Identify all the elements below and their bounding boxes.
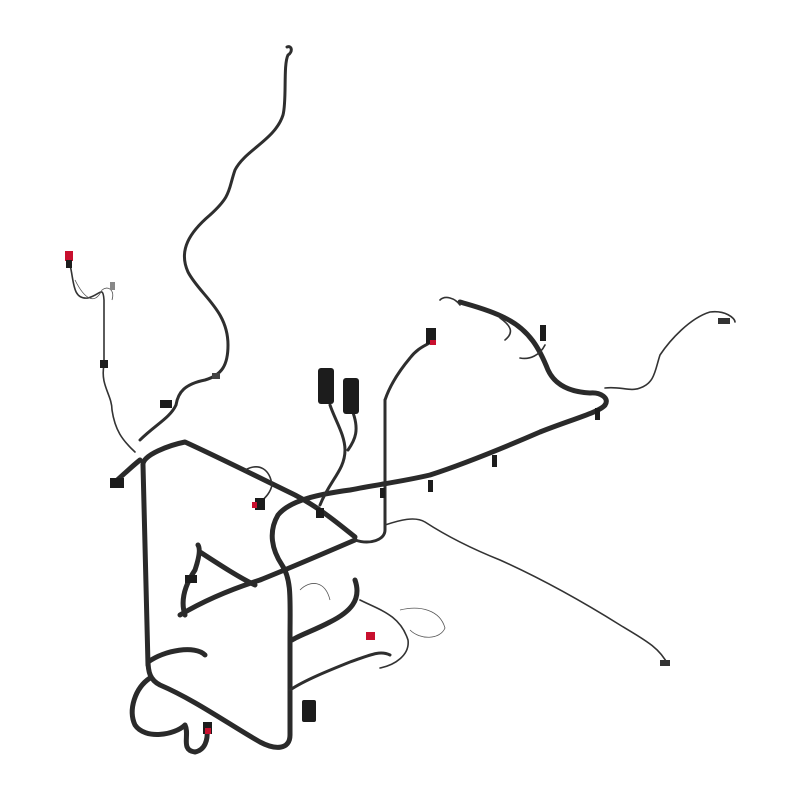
red-connector-icon — [65, 251, 73, 261]
large-connector-icon — [343, 378, 359, 414]
connectors — [100, 318, 730, 734]
right-branch-wires — [244, 296, 736, 669]
left-sensor-wire — [65, 251, 136, 453]
main-harness-trunk — [112, 299, 609, 755]
large-connector-icon — [318, 368, 334, 404]
long-antenna-wire — [138, 45, 293, 442]
